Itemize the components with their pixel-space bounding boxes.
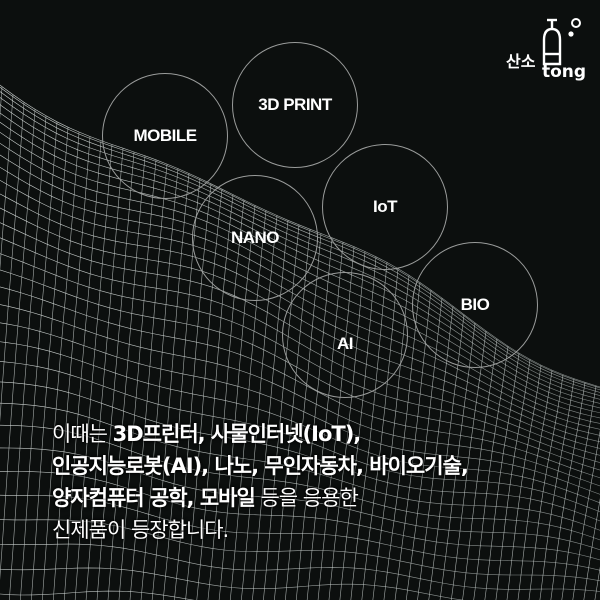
oxygen-tank-icon <box>542 18 581 66</box>
caption-line-2: 인공지능로봇(AI), 나노, 무인자동차, 바이오기술, <box>52 454 469 478</box>
circle-iot: IoT <box>322 144 448 270</box>
caption-line-4: 신제품이 등장합니다. <box>52 518 229 542</box>
circle-3d-print: 3D PRINT <box>232 42 358 168</box>
circle-label: IoT <box>373 197 398 216</box>
circle-label: BIO <box>460 295 490 314</box>
caption-line-3: 양자컴퓨터 공학, 모바일 등을 응용한 <box>52 486 359 510</box>
sansotong-logo: 산소 tong <box>500 18 590 84</box>
logo-korean: 산소 <box>506 52 536 71</box>
circle-ai: AI <box>282 272 408 398</box>
circle-label: MOBILE <box>133 126 197 145</box>
caption-text: 이때는 3D프린터, 사물인터넷(IoT), 인공지능로봇(AI), 나노, 무… <box>52 418 469 546</box>
circle-label: NANO <box>230 228 280 247</box>
circle-mobile: MOBILE <box>102 73 228 199</box>
circle-nano: NANO <box>192 175 318 301</box>
circle-label: 3D PRINT <box>258 95 332 114</box>
caption-line-1: 이때는 3D프린터, 사물인터넷(IoT), <box>52 422 361 446</box>
circle-label: AI <box>337 334 354 353</box>
logo-english: tong <box>542 62 587 82</box>
circle-bio: BIO <box>412 242 538 368</box>
